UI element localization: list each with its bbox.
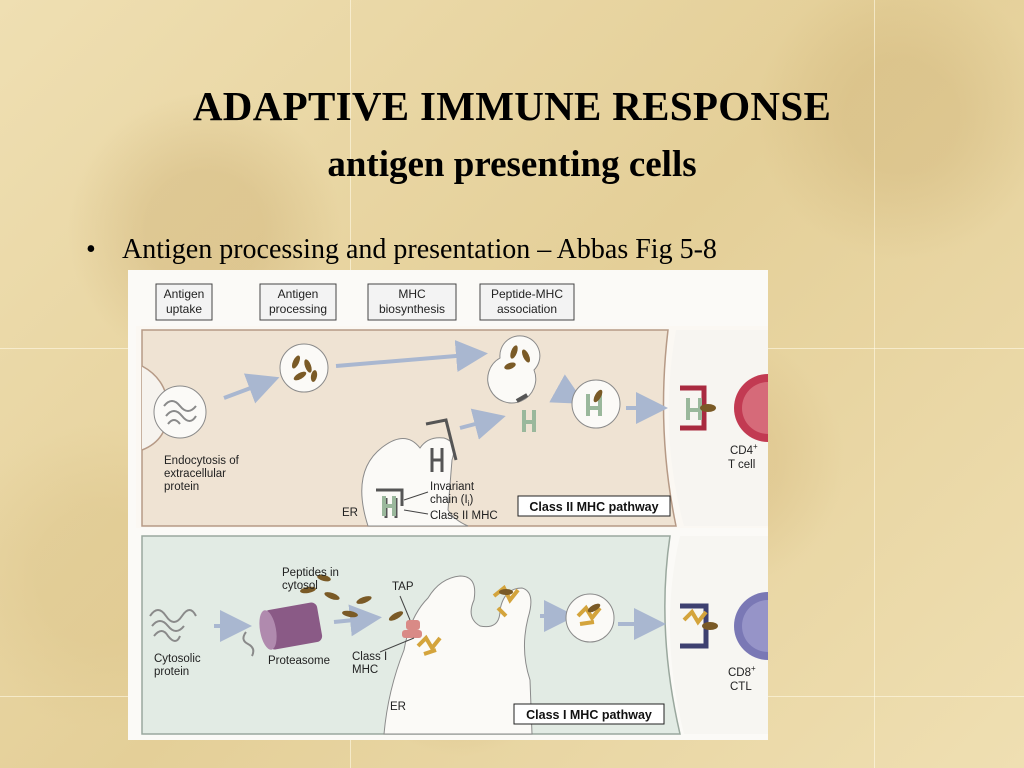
stage-peptide-mhc-association: Peptide-MHC association [479, 283, 575, 321]
figure-svg: Antigen uptake Antigen processing MHC bi… [136, 283, 768, 736]
svg-text:processing: processing [269, 302, 327, 316]
label-er-bottom: ER [390, 701, 406, 713]
svg-text:Peptide-MHC: Peptide-MHC [491, 287, 563, 301]
svg-text:association: association [497, 302, 557, 316]
svg-text:uptake: uptake [166, 302, 202, 316]
svg-text:Antigen: Antigen [164, 287, 205, 301]
slide-subtitle: antigen presenting cells [327, 144, 697, 185]
label-t-cell: T cell [728, 459, 755, 471]
label-er-top: ER [342, 507, 358, 519]
bullet-text: Antigen processing and presentation – Ab… [122, 234, 717, 265]
label-invariant-chain-2: chain (Ii) [430, 494, 474, 508]
svg-text:biosynthesis: biosynthesis [379, 302, 445, 316]
stage-antigen-processing: Antigen processing [259, 283, 337, 321]
label-cd8: CD8+ [728, 664, 756, 679]
antigen-processing-figure: Antigen uptake Antigen processing MHC bi… [128, 270, 768, 740]
label-endocytosis-3: protein [164, 481, 199, 493]
label-peptides: Peptides in [282, 567, 339, 579]
label-endocytosis: Endocytosis of [164, 455, 240, 467]
label-class-i-pathway: Class I MHC pathway [526, 708, 652, 722]
stage-mhc-biosynthesis: MHC biosynthesis [367, 283, 457, 321]
label-peptides-2: cytosol [282, 580, 318, 592]
slide-title: ADAPTIVE IMMUNE RESPONSE [192, 83, 832, 129]
bullet-marker: • [86, 234, 96, 265]
svg-text:Antigen: Antigen [278, 287, 319, 301]
svg-text:MHC: MHC [398, 287, 426, 301]
texture-seam [874, 0, 875, 768]
label-ctl: CTL [730, 681, 752, 693]
bullet-item: • Antigen processing and presentation – A… [86, 234, 717, 266]
label-class-i-mhc: Class I [352, 651, 387, 663]
class-i-panel: Peptides in cytosol TAP Cytosolic protei… [136, 532, 768, 736]
label-proteasome: Proteasome [268, 655, 330, 667]
class-ii-panel: Endocytosis of extracellular protein ER … [136, 326, 768, 528]
label-tap: TAP [392, 581, 414, 593]
label-invariant-chain: Invariant [430, 481, 475, 493]
stage-antigen-uptake: Antigen uptake [155, 283, 213, 321]
label-class-ii-mhc: Class II MHC [430, 510, 498, 522]
label-endocytosis-2: extracellular [164, 468, 226, 480]
label-cytosolic-2: protein [154, 666, 189, 678]
label-class-i-mhc-2: MHC [352, 664, 378, 676]
label-cd4: CD4+ [730, 442, 758, 457]
label-class-ii-pathway: Class II MHC pathway [529, 500, 658, 514]
label-cytosolic: Cytosolic [154, 653, 201, 665]
